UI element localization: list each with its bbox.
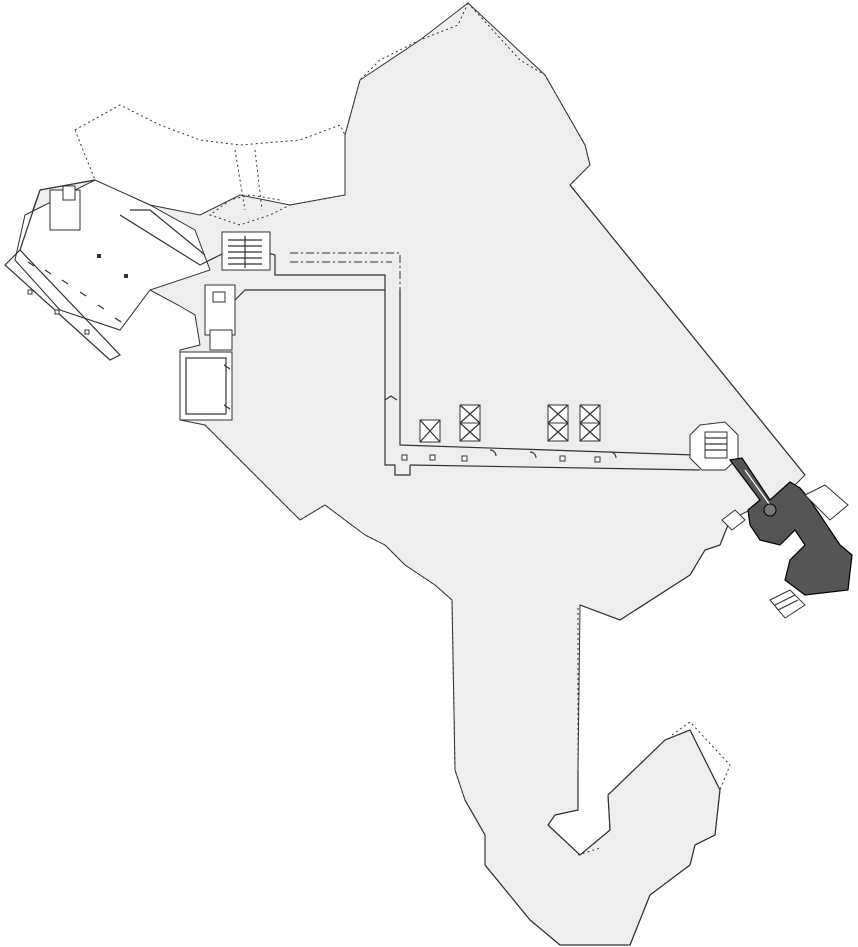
site-boundary-south-right <box>579 519 731 621</box>
site-boundary-southwest <box>204 424 466 801</box>
elevator-bank-west <box>419 404 481 443</box>
east-annexes <box>721 484 849 619</box>
octagonal-stair-tower <box>689 421 739 471</box>
service-rooms <box>204 284 236 351</box>
site-boundary-northeast <box>467 2 591 186</box>
site-boundary-northwest-lobe <box>74 104 346 211</box>
west-building <box>4 179 211 361</box>
south-wing-dotted-annex <box>577 605 731 856</box>
south-wing-outline <box>464 729 721 946</box>
auditorium <box>179 351 233 421</box>
elevator-bank-east <box>547 404 601 442</box>
stair-block <box>221 231 271 271</box>
north-corridor <box>119 209 401 301</box>
highlighted-building <box>728 457 853 596</box>
site-boundary-east-edge <box>569 184 806 476</box>
central-corridor <box>384 290 701 476</box>
